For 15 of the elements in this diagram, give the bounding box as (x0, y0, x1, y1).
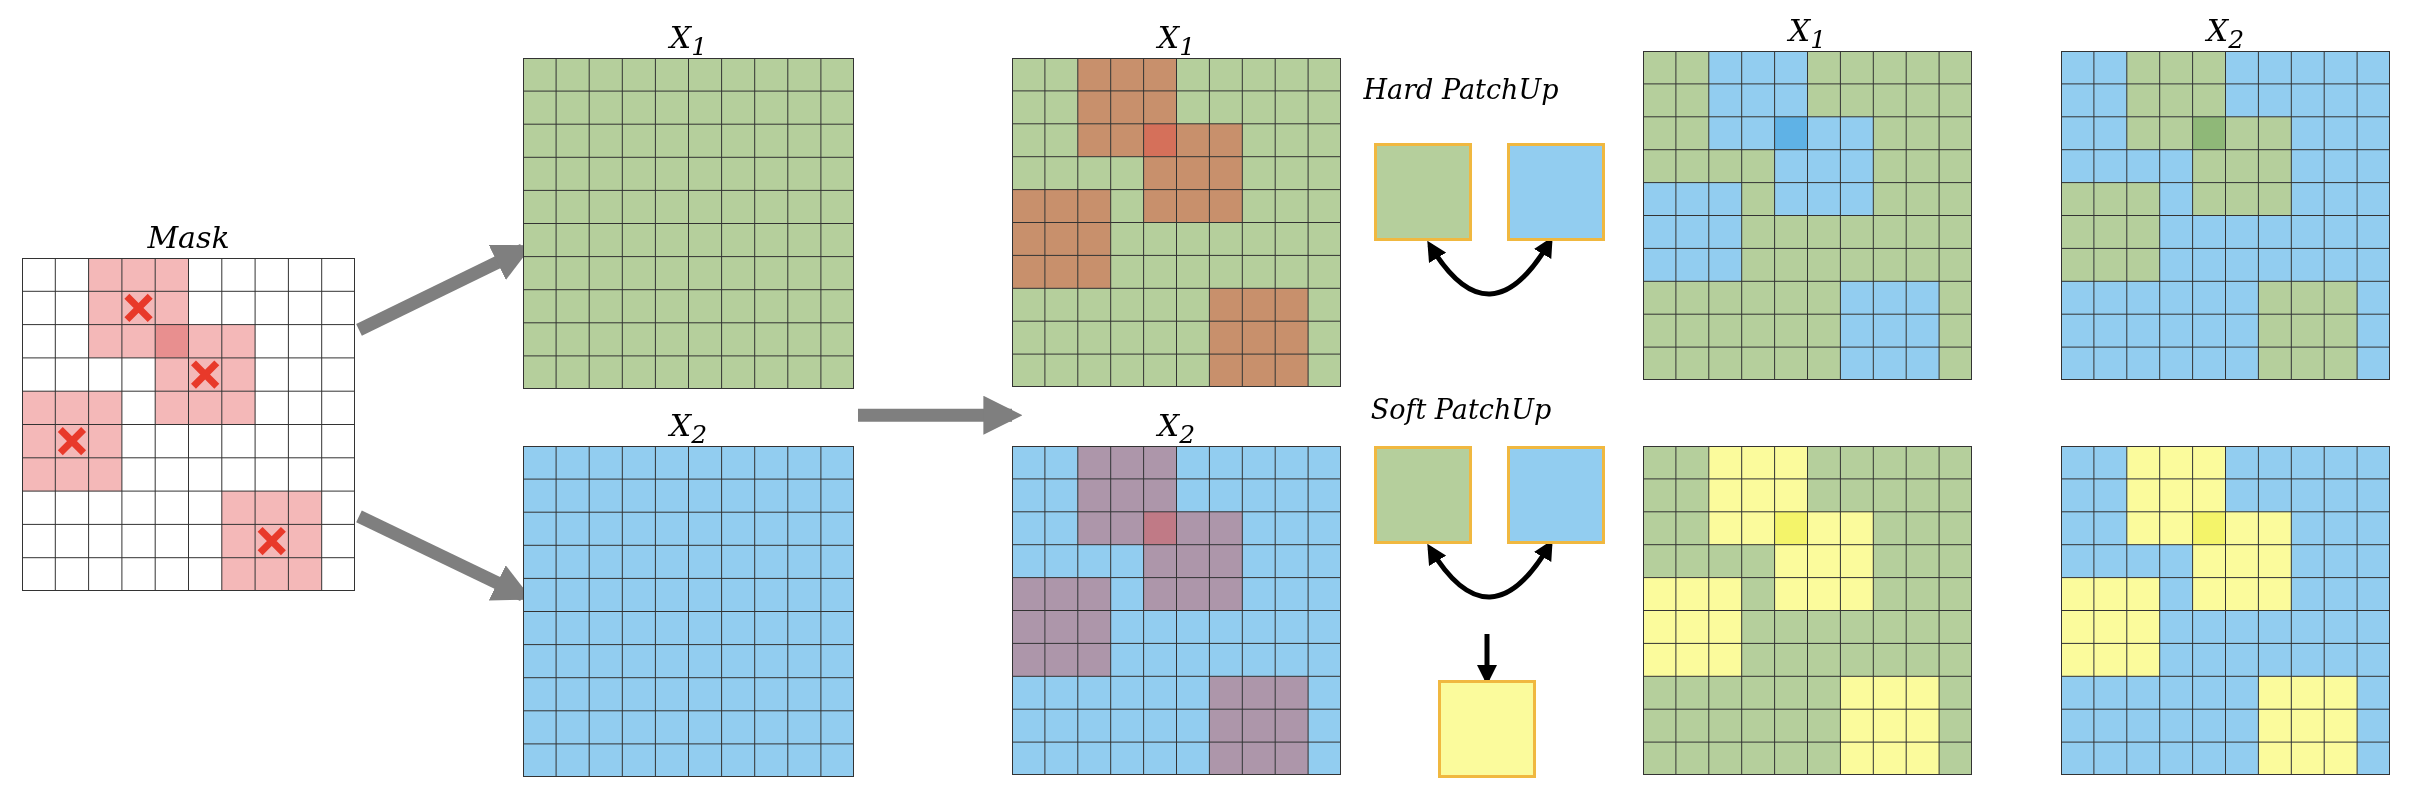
grid-title: Mask (147, 221, 230, 255)
grid-title: X$_{2}$ (669, 409, 708, 451)
color-square (1507, 143, 1605, 241)
grid-title: X$_{1}$ (1788, 14, 1827, 56)
color-square (1507, 446, 1605, 544)
method-label: Hard PatchUp (1363, 74, 1559, 105)
grid-title: X$_{1}$ (669, 21, 708, 63)
grid-title: X$_{2}$ (1157, 409, 1196, 451)
color-square (1374, 446, 1472, 544)
color-square (1438, 680, 1536, 778)
method-label: Soft PatchUp (1370, 394, 1552, 425)
color-square (1374, 143, 1472, 241)
arrow (857, 395, 1023, 435)
grid-title: X$_{1}$ (1157, 21, 1196, 63)
grid-title: X$_{2}$ (2206, 14, 2245, 56)
